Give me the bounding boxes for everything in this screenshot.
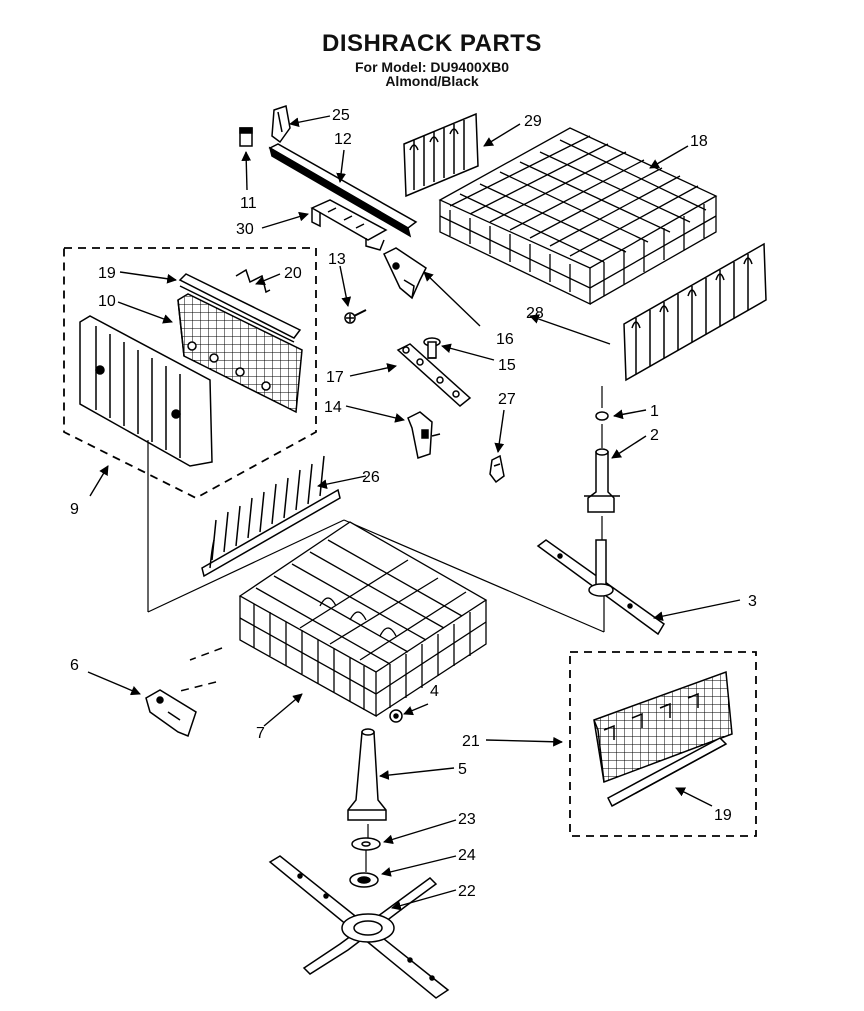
page-title: DISHRACK PARTS: [322, 30, 542, 57]
callout-30: 30: [236, 221, 254, 238]
part-4-wheel: [389, 709, 403, 723]
part-27-clip: [489, 454, 505, 484]
callout-16: 16: [496, 331, 514, 348]
part-10-basket-panel: [177, 293, 303, 414]
callout-9: 9: [70, 501, 79, 518]
callout-28: 28: [526, 305, 544, 322]
part-1-ring: [595, 411, 609, 421]
callout-18: 18: [690, 133, 708, 150]
part-24-nut: [349, 872, 379, 888]
part-6-bracket: [145, 689, 197, 737]
callout-24: 24: [458, 847, 476, 864]
callout-20: 20: [284, 265, 302, 282]
part-13-screw: [344, 309, 367, 324]
part-21-dashed-group: [569, 651, 757, 837]
part-26-tine-row: [201, 455, 341, 578]
callout-19-left: 19: [98, 265, 116, 282]
part-29-tine-row: [403, 112, 479, 198]
callout-15: 15: [498, 357, 516, 374]
part-22-spray-arm: [268, 855, 450, 999]
part-14-latch: [407, 411, 441, 459]
callout-1: 1: [650, 403, 659, 420]
part-19-strip-right: [607, 737, 728, 808]
part-17-arm: [396, 343, 472, 407]
leader-arrows: [87, 115, 741, 911]
callout-7: 7: [256, 725, 265, 742]
callout-3: 3: [748, 593, 757, 610]
color-line: Almond/Black: [385, 73, 479, 89]
callout-14: 14: [324, 399, 342, 416]
part-9-dashed-group: [63, 247, 317, 500]
callout-6: 6: [70, 657, 79, 674]
silverware-basket: [593, 670, 733, 784]
part-23-washer: [351, 837, 381, 851]
callout-23: 23: [458, 811, 476, 828]
part-25-clip: [271, 105, 291, 144]
part-16-plate: [383, 247, 427, 300]
callout-19-right: 19: [714, 807, 732, 824]
part-5-tube: [347, 728, 387, 821]
part-19-strip-left: [178, 273, 302, 343]
part-12-rail: [268, 143, 418, 238]
part-3-spray-arm: [536, 539, 665, 636]
divider-panel: [79, 315, 213, 467]
callout-26: 26: [362, 469, 380, 486]
callout-22: 22: [458, 883, 476, 900]
callout-10: 10: [98, 293, 116, 310]
part-2-tube: [584, 448, 620, 513]
callout-2: 2: [650, 427, 659, 444]
callout-27: 27: [498, 391, 516, 408]
part-15-knob: [423, 337, 441, 359]
callout-5: 5: [458, 761, 467, 778]
part-11-block: [239, 127, 253, 147]
callout-29: 29: [524, 113, 542, 130]
part-30-bracket: [310, 199, 388, 251]
callout-21: 21: [462, 733, 480, 750]
part-28-tine-row: [623, 242, 767, 382]
callout-13: 13: [328, 251, 346, 268]
callout-12: 12: [334, 131, 352, 148]
part-18-upper-rack: [438, 127, 718, 306]
callout-17: 17: [326, 369, 344, 386]
part-7-lower-basket: [238, 521, 488, 718]
callout-4: 4: [430, 683, 439, 700]
callout-labels: 25 12 11 30 29 18 13 19 20 10 16 28 15 1…: [70, 107, 757, 900]
callout-25: 25: [332, 107, 350, 124]
model-line: For Model: DU9400XB0: [354, 59, 510, 75]
callout-11: 11: [240, 195, 257, 212]
